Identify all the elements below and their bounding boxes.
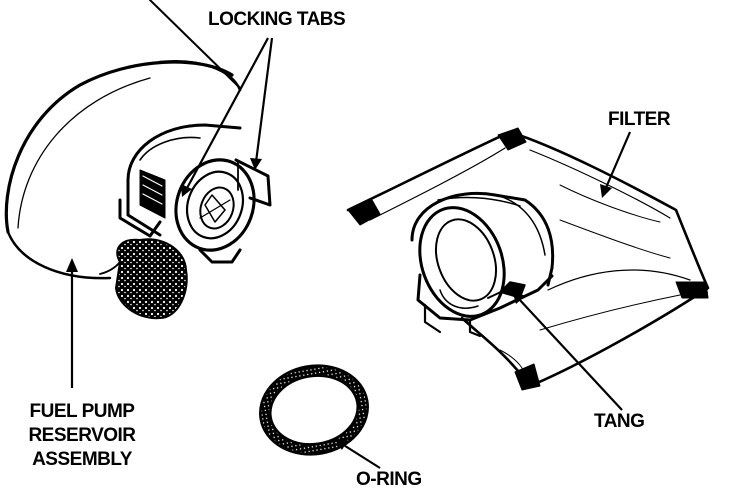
locking-tabs-leader-lines — [181, 37, 274, 197]
o-ring-leader-line — [334, 438, 381, 469]
reservoir-assembly-drawing — [4, 0, 272, 320]
fuel-pump-reservoir-assembly-label: FUEL PUMP RESERVOIR ASSEMBLY — [20, 400, 144, 472]
filter-leader-line — [600, 131, 632, 198]
filter-drawing — [346, 127, 710, 391]
o-ring-label: O-RING — [356, 469, 422, 490]
filter-label: FILTER — [608, 109, 671, 130]
label-line-3: ASSEMBLY — [32, 449, 132, 470]
label-line-2: RESERVOIR — [28, 425, 136, 446]
locking-tabs-label: LOCKING TABS — [208, 9, 346, 30]
tang-leader-line — [512, 290, 623, 411]
label-line-1: FUEL PUMP — [29, 401, 135, 422]
tang-label: TANG — [594, 411, 645, 432]
o-ring-drawing — [259, 364, 369, 456]
reservoir-leader-line — [66, 258, 78, 388]
